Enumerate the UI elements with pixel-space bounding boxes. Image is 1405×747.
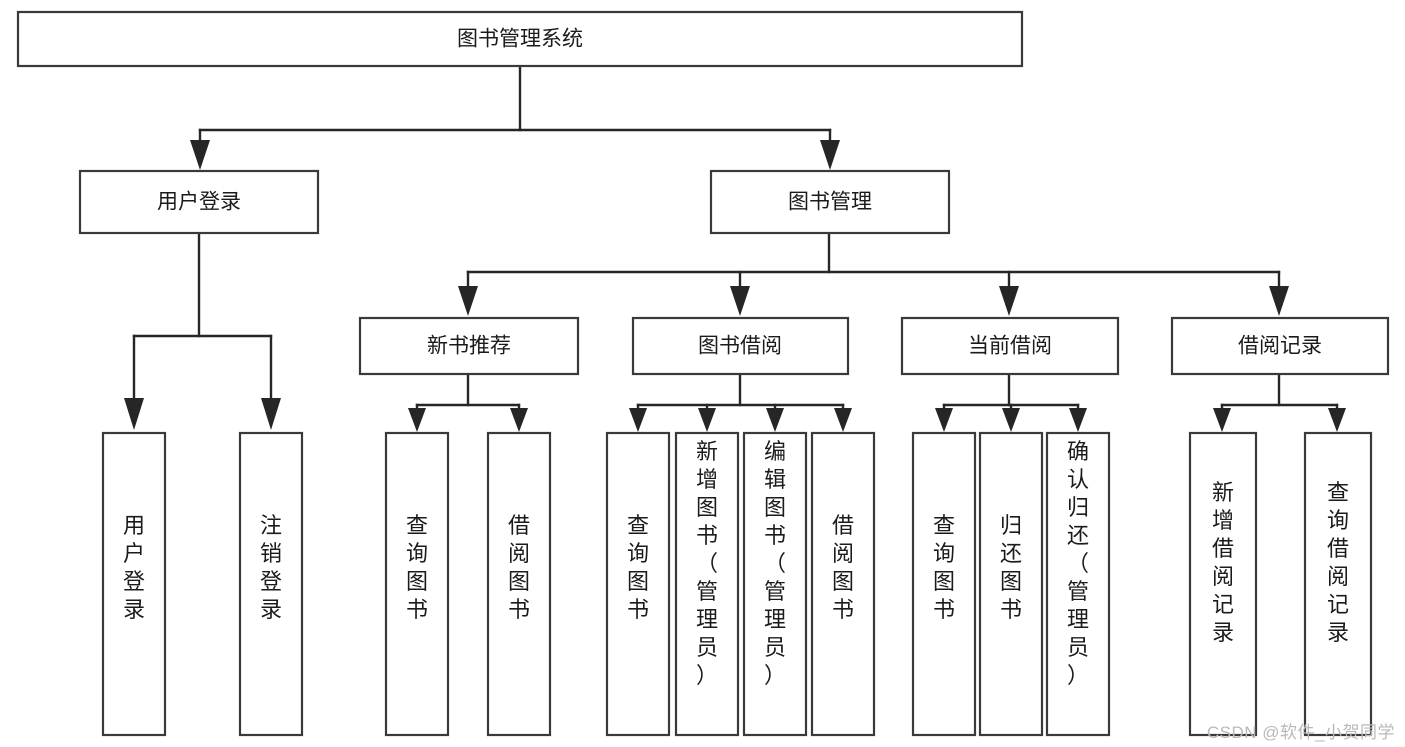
leaf-newbook-query-book[interactable]: 查询图书	[384, 431, 450, 737]
leaf-newbook-borrow-book-label: 借阅图书	[508, 513, 530, 622]
leaf-borrow-edit-book-box	[742, 431, 808, 737]
leaf-borrow-add-book-label: 新增图书（管理员）	[696, 439, 718, 688]
leaf-borrow-edit-book[interactable]: 编辑图书（管理员）	[742, 431, 808, 737]
leaf-logout-label: 注销登录	[260, 513, 282, 622]
arrow-head-current-borrow	[999, 286, 1019, 316]
leaf-borrow-lend-book-box	[810, 431, 876, 737]
leaf-current-confirm-return-box	[1045, 431, 1111, 737]
arrow-head-leaf-user-login	[124, 398, 144, 430]
connector-group-root	[190, 64, 840, 170]
leaf-current-confirm-return[interactable]: 确认归还（管理员）	[1045, 431, 1111, 737]
arrow-head-book-manage	[820, 140, 840, 170]
leaf-logout-box	[238, 431, 304, 737]
leaf-newbook-borrow-book[interactable]: 借阅图书	[486, 431, 552, 737]
arrow-head-record-add	[1213, 408, 1231, 432]
leaf-user-login-label: 用户登录	[123, 513, 145, 622]
arrow-head-borrow-record	[1269, 286, 1289, 316]
node-new-book-recommend-box	[358, 316, 580, 376]
leaf-current-query-book-label: 查询图书	[933, 513, 955, 622]
leaf-borrow-query-book[interactable]: 查询图书	[605, 431, 671, 737]
node-new-book-recommend-label: 新书推荐	[427, 335, 511, 358]
leaf-newbook-query-book-label: 查询图书	[406, 513, 428, 622]
leaf-current-return-book-box	[978, 431, 1044, 737]
node-book-manage-label: 图书管理	[788, 191, 872, 214]
node-borrow-record[interactable]: 借阅记录	[1170, 316, 1390, 376]
node-book-manage-box	[709, 169, 951, 235]
leaf-newbook-query-book-box	[384, 431, 450, 737]
leaf-user-login[interactable]: 用户登录	[101, 431, 167, 737]
leaf-current-return-book-label: 归还图书	[1000, 513, 1022, 622]
leaf-record-query-label: 查询借阅记录	[1327, 480, 1349, 645]
arrow-head-borrow-edit	[766, 408, 784, 432]
arrow-head-current-query	[935, 408, 953, 432]
leaf-borrow-query-book-box	[605, 431, 671, 737]
node-book-borrow-box	[631, 316, 850, 376]
arrow-head-borrow-query	[629, 408, 647, 432]
leaf-record-query[interactable]: 查询借阅记录	[1303, 431, 1373, 737]
node-root-label: 图书管理系统	[457, 28, 583, 51]
node-borrow-record-box	[1170, 316, 1390, 376]
connector-group-current-borrow	[935, 372, 1087, 432]
leaf-borrow-lend-book-label: 借阅图书	[832, 513, 854, 622]
leaf-borrow-lend-book[interactable]: 借阅图书	[810, 431, 876, 737]
node-root-system[interactable]: 图书管理系统	[16, 10, 1024, 68]
arrow-head-new-book	[458, 286, 478, 316]
node-current-borrow[interactable]: 当前借阅	[900, 316, 1120, 376]
leaf-logout[interactable]: 注销登录	[238, 431, 304, 737]
arrow-head-borrow-add	[698, 408, 716, 432]
leaf-borrow-add-book[interactable]: 新增图书（管理员）	[674, 431, 740, 737]
leaf-current-query-book-box	[911, 431, 977, 737]
leaf-newbook-borrow-book-box	[486, 431, 552, 737]
arrow-head-user-login	[190, 140, 210, 170]
arrow-head-borrow-lend	[834, 408, 852, 432]
arrow-head-leaf-logout	[261, 398, 281, 430]
leaf-current-query-book[interactable]: 查询图书	[911, 431, 977, 737]
leaf-record-add-box	[1188, 431, 1258, 737]
connector-group-new-book	[408, 372, 528, 432]
node-borrow-record-label: 借阅记录	[1238, 335, 1322, 358]
node-book-borrow[interactable]: 图书借阅	[631, 316, 850, 376]
arrow-head-newbook-borrow	[510, 408, 528, 432]
leaf-borrow-add-book-box	[674, 431, 740, 737]
leaf-borrow-query-book-label: 查询图书	[627, 513, 649, 622]
node-current-borrow-box	[900, 316, 1120, 376]
node-user-login-box	[78, 169, 320, 235]
leaf-record-add-label: 新增借阅记录	[1212, 480, 1234, 645]
arrow-head-current-return	[1002, 408, 1020, 432]
node-user-login-label: 用户登录	[157, 191, 241, 214]
connector-group-borrow-record	[1213, 372, 1346, 432]
leaf-record-add[interactable]: 新增借阅记录	[1188, 431, 1258, 737]
leaf-user-login-box	[101, 431, 167, 737]
connector-group-user-login	[124, 232, 281, 430]
node-book-manage[interactable]: 图书管理	[709, 169, 951, 235]
node-root-box	[16, 10, 1024, 68]
leaf-current-confirm-return-label: 确认归还（管理员）	[1067, 439, 1089, 688]
connector-group-book-borrow	[629, 372, 852, 432]
leaf-current-return-book[interactable]: 归还图书	[978, 431, 1044, 737]
node-user-login[interactable]: 用户登录	[78, 169, 320, 235]
connector-group-book-manage	[458, 232, 1289, 316]
arrow-head-newbook-query	[408, 408, 426, 432]
leaf-borrow-edit-book-label: 编辑图书（管理员）	[764, 439, 786, 688]
node-current-borrow-label: 当前借阅	[968, 335, 1052, 358]
arrow-head-record-query	[1328, 408, 1346, 432]
arrow-head-book-borrow	[730, 286, 750, 316]
node-book-borrow-label: 图书借阅	[698, 335, 782, 358]
node-new-book-recommend[interactable]: 新书推荐	[358, 316, 580, 376]
arrow-head-current-confirm	[1069, 408, 1087, 432]
leaf-record-query-box	[1303, 431, 1373, 737]
